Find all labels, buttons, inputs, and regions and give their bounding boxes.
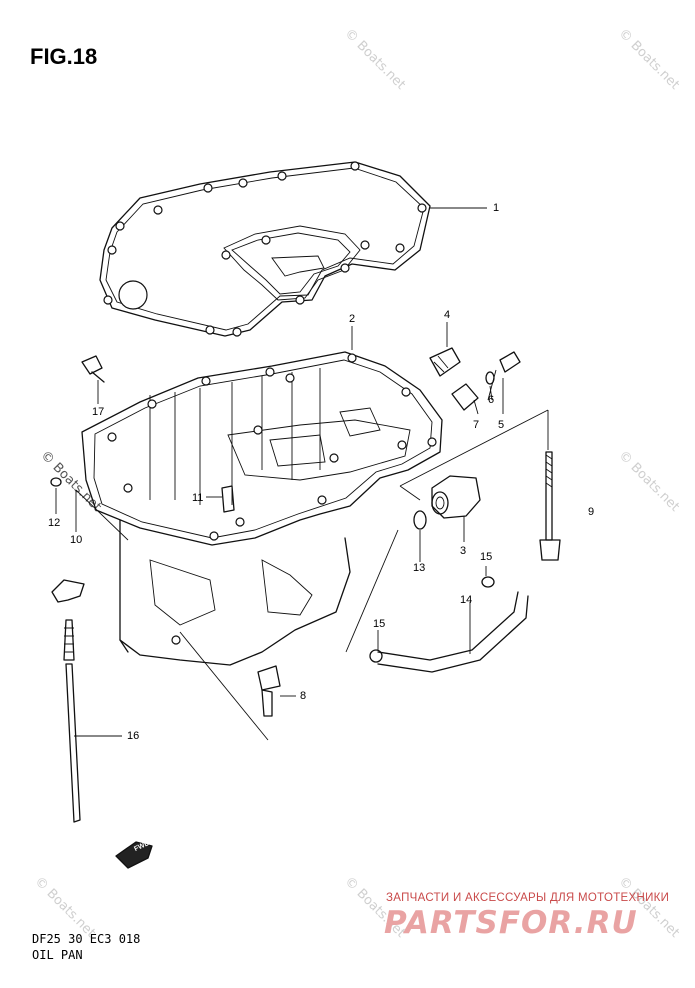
- thermostat-part-3: [431, 475, 481, 542]
- callout-16: 16: [127, 730, 140, 742]
- callout-15-upper: 15: [480, 551, 493, 563]
- clamp-part-15-upper: [481, 566, 495, 588]
- diagram-code: DF25 30 EC3 018: [32, 932, 141, 946]
- callout-10: 10: [70, 534, 83, 546]
- callout-11: 11: [192, 492, 204, 504]
- hose-part-14: [345, 529, 529, 673]
- callout-6: 6: [488, 394, 495, 406]
- o-ring-part-13: [413, 510, 427, 562]
- pin-part-11: [206, 485, 235, 513]
- brand-subtitle: ЗАПЧАСТИ И АКСЕССУАРЫ ДЛЯ МОТОТЕХНИКИ: [386, 892, 670, 904]
- callout-2: 2: [349, 313, 356, 325]
- plug-part-7: [451, 383, 479, 415]
- figure-title: FIG.18: [30, 44, 98, 69]
- washer-part-12: [50, 477, 62, 514]
- bolt-part-17: [81, 355, 105, 404]
- callout-15-lower: 15: [373, 618, 386, 630]
- diagram-name: OIL PAN: [32, 948, 83, 962]
- oil-pan-part-2: [81, 326, 443, 666]
- callout-13: 13: [413, 562, 426, 574]
- bolt-part-10: [75, 489, 129, 541]
- callout-1: 1: [493, 202, 500, 214]
- callout-17: 17: [92, 406, 105, 418]
- washer-part-6: [485, 371, 495, 401]
- fitting-part-4: [429, 322, 461, 377]
- callout-4: 4: [444, 309, 451, 321]
- callout-12: 12: [48, 517, 61, 529]
- bolt-part-5: [487, 351, 521, 414]
- drain-plug-part-8: [179, 631, 296, 741]
- fwd-arrow-icon: [115, 841, 153, 869]
- callout-5: 5: [498, 419, 505, 431]
- callout-9: 9: [588, 506, 595, 518]
- brand-name: PARTSFOR.RU: [384, 905, 638, 941]
- dipstick-part-16: [51, 579, 122, 823]
- clamp-part-15-lower: [369, 630, 383, 663]
- callout-14: 14: [460, 594, 473, 606]
- bolt-part-9: [399, 409, 561, 561]
- callout-3: 3: [460, 545, 467, 557]
- gasket-part-1: [99, 161, 487, 337]
- callout-8: 8: [300, 690, 307, 702]
- callout-7: 7: [473, 419, 480, 431]
